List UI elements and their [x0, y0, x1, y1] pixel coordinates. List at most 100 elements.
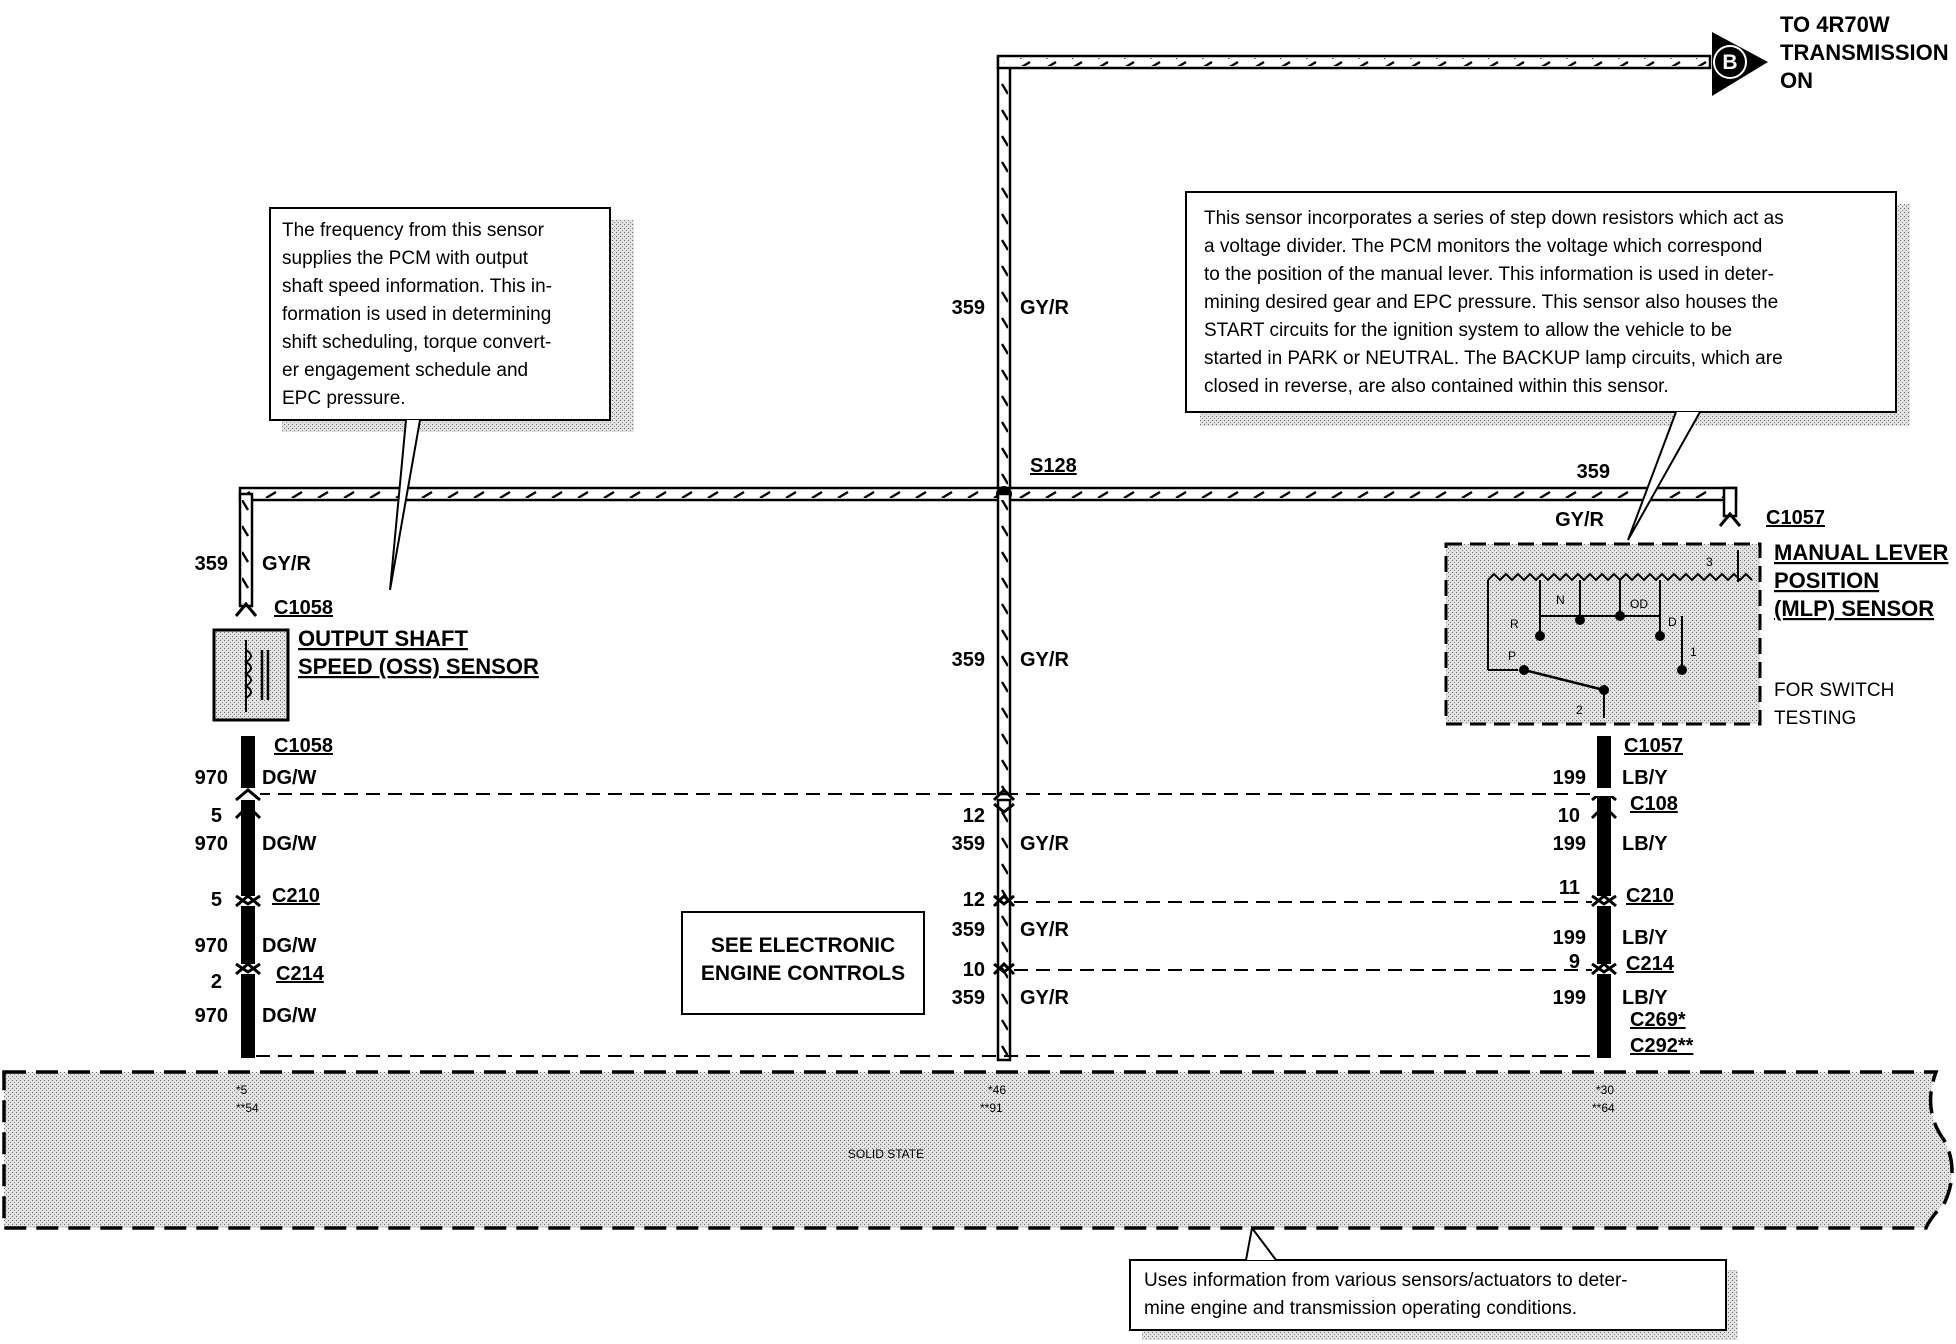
center-wire-color: GY/R — [1020, 649, 1069, 671]
center-connector-marks — [992, 787, 1016, 976]
oss-note-line-4: formation is used in determining — [282, 304, 551, 325]
transmission-badge-letter: B — [1722, 51, 1737, 74]
center-circuit-3: 359 — [952, 987, 985, 1009]
wire-to-transmission — [996, 54, 1712, 492]
center-pin-12a: 12 — [963, 805, 985, 827]
mlp-connector-top: C1057 — [1766, 507, 1825, 529]
pcm-note-line-2: mine engine and transmission operating c… — [1144, 1298, 1577, 1319]
pcm-pin-3b: **64 — [1592, 1101, 1615, 1115]
left-pin-5b: 5 — [211, 889, 222, 911]
eec-line-1: SEE ELECTRONIC — [711, 934, 895, 957]
left-circuit-4: 970 — [195, 1005, 228, 1027]
mlp-test-1: FOR SWITCH — [1774, 680, 1894, 701]
left-color-3: DG/W — [262, 935, 317, 957]
right-color-2: LB/Y — [1622, 833, 1668, 855]
right-color-1: LB/Y — [1622, 767, 1668, 789]
eec-line-2: ENGINE CONTROLS — [701, 962, 905, 985]
center-color-1: GY/R — [1020, 833, 1069, 855]
left-drop-circuit: 359 — [195, 553, 228, 575]
mlp-pos-d: D — [1668, 615, 1677, 629]
pcm-pin-2a: *46 — [988, 1083, 1006, 1097]
mlp-note-line-6: started in PARK or NEUTRAL. The BACKUP l… — [1204, 348, 1783, 369]
right-circuit-1: 199 — [1553, 767, 1586, 789]
oss-note-line-3: shaft speed information. This in- — [282, 276, 552, 297]
left-pin-2: 2 — [211, 971, 222, 993]
wire-center-vertical — [996, 492, 1012, 1062]
mlp-sensor: R N OD D P 1 3 2 — [1444, 542, 1762, 726]
mlp-pos-1: 1 — [1690, 645, 1697, 659]
center-circuit-1: 359 — [952, 833, 985, 855]
center-pin-10: 10 — [963, 959, 985, 981]
transmission-label-2: TRANSMISSION — [1780, 40, 1949, 65]
oss-sensor — [212, 628, 290, 722]
center-wire-circuit: 359 — [952, 649, 985, 671]
pcm-pin-2b: **91 — [980, 1101, 1003, 1115]
right-circuit-2: 199 — [1553, 833, 1586, 855]
mlp-pos-2: 2 — [1576, 703, 1583, 717]
pcm-pin-1a: *5 — [236, 1083, 248, 1097]
transmission-label-1: TO 4R70W — [1780, 12, 1890, 37]
left-color-1: DG/W — [262, 767, 317, 789]
splice-label: S128 — [1030, 455, 1077, 477]
right-c269: C269* — [1630, 1009, 1686, 1031]
right-c210: C210 — [1626, 885, 1674, 907]
right-circuit-4: 199 — [1553, 987, 1586, 1009]
oss-note-callout — [269, 207, 634, 591]
right-wire-column — [1590, 736, 1618, 1058]
center-circuit-2: 359 — [952, 919, 985, 941]
pcm-label: SOLID STATE — [848, 1147, 924, 1161]
top-wire-color: GY/R — [1020, 297, 1069, 319]
pcm-pin-1b: **54 — [236, 1101, 259, 1115]
right-bus-circuit: 359 — [1577, 461, 1610, 483]
wire-right-drop — [1718, 486, 1742, 527]
right-color-4: LB/Y — [1622, 987, 1668, 1009]
pcm-pin-3a: *30 — [1596, 1083, 1614, 1097]
left-c1058: C1058 — [274, 735, 333, 757]
transmission-badge: B — [1712, 32, 1768, 96]
right-c214: C214 — [1626, 953, 1675, 975]
mlp-note-line-3: to the position of the manual lever. Thi… — [1204, 264, 1774, 285]
right-c1057: C1057 — [1624, 735, 1683, 757]
mlp-note-line-7: closed in reverse, are also contained wi… — [1204, 376, 1669, 397]
mlp-pos-p: P — [1508, 649, 1516, 663]
mlp-pos-3: 3 — [1706, 555, 1713, 569]
right-pin-11: 11 — [1559, 877, 1580, 899]
center-color-3: GY/R — [1020, 987, 1069, 1009]
pcm-note-line-1: Uses information from various sensors/ac… — [1144, 1270, 1628, 1291]
left-color-2: DG/W — [262, 833, 317, 855]
pcm-note-callout — [1129, 1225, 1738, 1340]
right-pin-9: 9 — [1569, 951, 1580, 973]
connector-dash-lines — [256, 793, 1602, 1057]
right-color-3: LB/Y — [1622, 927, 1668, 949]
mlp-test-2: TESTING — [1774, 708, 1856, 729]
main-bus — [238, 486, 1738, 502]
pcm-block — [2, 1070, 1954, 1230]
mlp-note-line-5: START circuits for the ignition system t… — [1204, 320, 1732, 341]
mlp-pos-r: R — [1510, 617, 1519, 631]
oss-note-line-7: EPC pressure. — [282, 388, 406, 409]
right-bus-color: GY/R — [1555, 509, 1604, 531]
mlp-name-1: MANUAL LEVER — [1774, 540, 1948, 565]
right-c108: C108 — [1630, 793, 1678, 815]
left-c210: C210 — [272, 885, 320, 907]
left-wire-column — [234, 736, 262, 1058]
oss-name-2: SPEED (OSS) SENSOR — [298, 654, 539, 679]
right-c292: C292** — [1630, 1035, 1694, 1057]
right-pin-10: 10 — [1558, 805, 1580, 827]
wire-left-drop — [234, 492, 258, 617]
oss-note-line-6: er engagement schedule and — [282, 360, 528, 381]
transmission-label-3: ON — [1780, 68, 1813, 93]
oss-name-1: OUTPUT SHAFT — [298, 626, 468, 651]
top-wire-circuit: 359 — [952, 297, 985, 319]
mlp-note-line-2: a voltage divider. The PCM monitors the … — [1204, 236, 1762, 257]
mlp-pos-od: OD — [1630, 597, 1648, 611]
oss-note-line-5: shift scheduling, torque convert- — [282, 332, 551, 353]
oss-note-line-2: supplies the PCM with output — [282, 248, 529, 269]
left-circuit-3: 970 — [195, 935, 228, 957]
oss-note-line-1: The frequency from this sensor — [282, 220, 545, 241]
center-color-2: GY/R — [1020, 919, 1069, 941]
left-c214: C214 — [276, 963, 325, 985]
mlp-note-callout — [1185, 191, 1910, 541]
